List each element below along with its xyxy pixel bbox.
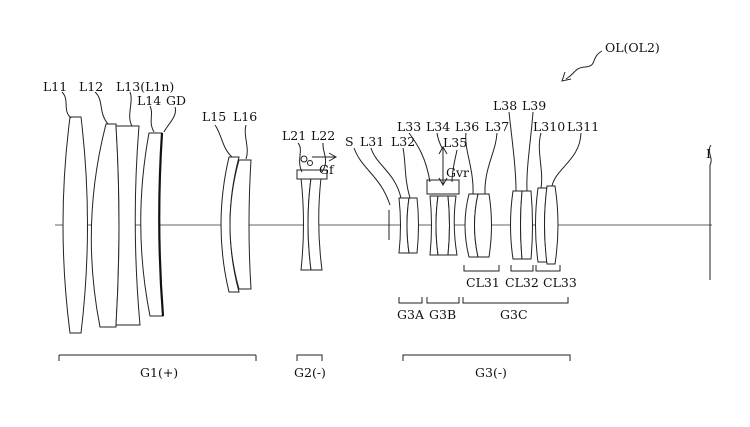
label-l11: L11 [43,79,67,94]
lens-l311 [544,185,559,265]
label-l310: L310 [533,119,565,134]
bracket-g2 [296,354,323,361]
label-l37: L37 [485,119,509,134]
leader-l33 [408,132,431,183]
focus-dot-1 [300,155,308,163]
image-plane-leader [708,144,712,166]
label-g3a: G3A [397,307,425,322]
label-l12: L12 [79,79,103,94]
label-gd: GD [166,93,186,108]
leader-l311 [551,132,582,187]
focus-group-gf-box [296,169,328,180]
lens-l12 [90,123,120,328]
label-g3b: G3B [429,307,456,322]
leader-l16 [244,124,248,160]
label-g2: G2(-) [294,365,326,380]
label-g3: G3(-) [475,365,507,380]
bracket-g1 [58,354,257,361]
leader-l37 [484,132,498,195]
leader-l38 [508,111,517,192]
bracket-g3 [402,354,571,361]
label-l15: L15 [202,109,226,124]
lens-l32 [406,197,419,254]
bracket-cl31 [463,265,500,272]
label-l36: L36 [455,119,479,134]
ol-leader [565,50,603,80]
label-ol: OL(OL2) [605,40,660,55]
leader-l14 [149,105,155,133]
label-l34: L34 [426,119,450,134]
leader-l13 [129,91,133,127]
leader-l36 [465,132,474,195]
lens-l37 [474,193,492,258]
leader-gd [163,106,177,133]
leader-l15 [214,124,233,158]
gvr-arrow-head-down [438,177,448,187]
leader-l32 [402,147,411,199]
label-l311: L311 [567,119,599,134]
label-l21: L21 [282,128,306,143]
bracket-g3a [398,297,423,304]
leader-l34 [436,132,443,149]
bracket-cl32 [510,265,534,272]
label-cl31: CL31 [466,275,500,290]
label-stop: S [345,134,354,149]
leader-l39 [526,111,534,192]
label-l16: L16 [233,109,257,124]
lens-l11 [62,116,88,334]
bracket-g3b [426,297,460,304]
leader-l31 [370,147,402,199]
label-cl33: CL33 [543,275,577,290]
lens-l16 [229,159,252,290]
label-image: I [706,146,711,161]
label-g1: G1(+) [140,365,178,380]
gvr-arrow-head-up [438,145,448,155]
leader-l11 [61,91,72,119]
leader-l310 [538,132,543,189]
label-cl32: CL32 [505,275,539,290]
lens-l34 [435,195,450,256]
focus-dot-2 [307,160,313,166]
label-gf: Gf [319,162,335,177]
leader-l22 [321,142,327,173]
label-l22: L22 [311,128,335,143]
ol-arrow-head [561,71,572,82]
label-l35: L35 [443,135,467,150]
leader-l21 [297,142,303,173]
label-l39: L39 [522,98,546,113]
label-l38: L38 [493,98,517,113]
label-l32: L32 [391,134,415,149]
bracket-g3c [462,297,569,304]
label-l13: L13(L1n) [116,79,174,94]
lens-l13 [115,125,141,326]
lens-l22 [307,177,323,271]
leader-l12 [94,91,109,125]
lens-l39 [520,190,533,260]
bracket-cl33 [535,265,561,272]
leader-l35 [451,149,458,183]
label-g3c: G3C [500,307,528,322]
label-l33: L33 [397,119,421,134]
leader-s [353,147,391,206]
cemented-surface-gd [158,132,165,317]
gf-arrow-head [328,152,338,162]
label-l31: L31 [360,134,384,149]
label-gvr: Gvr [446,165,469,180]
lens-l35 [447,195,458,256]
label-l14: L14 [137,93,161,108]
